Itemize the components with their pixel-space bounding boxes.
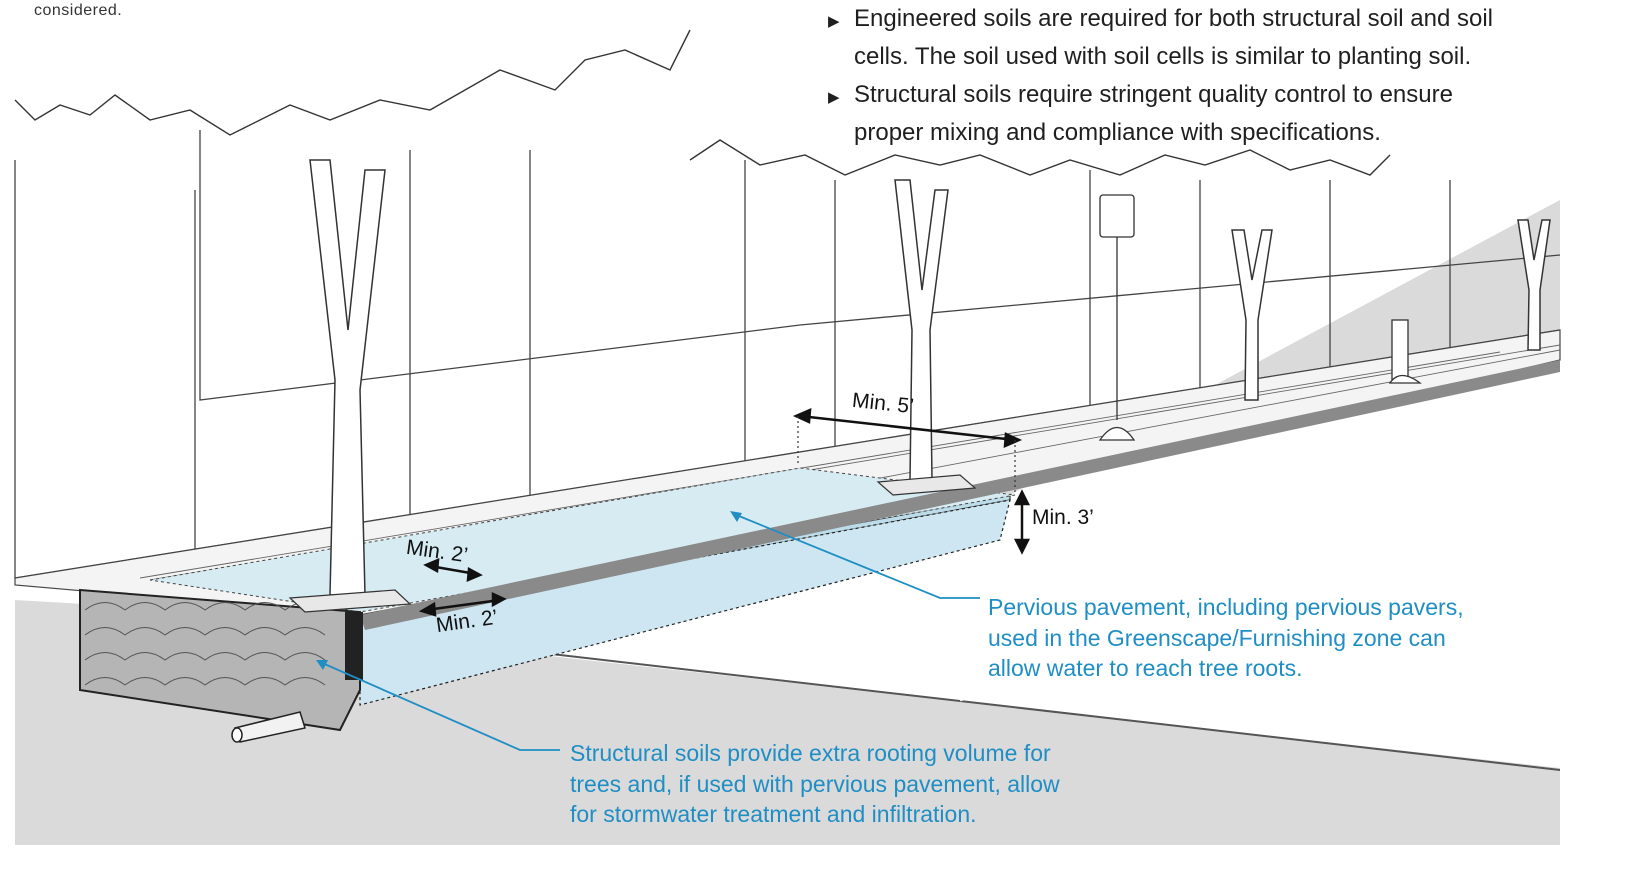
bullet-line: proper mixing and compliance with specif… <box>854 119 1381 146</box>
drain-pipe <box>231 711 306 743</box>
callout-line: Pervious pavement, including pervious pa… <box>988 594 1464 620</box>
callout-line: trees and, if used with pervious pavemen… <box>570 770 1060 797</box>
structural-soil-volume <box>359 499 1011 706</box>
soil-texture <box>84 602 326 686</box>
lane-markings <box>649 378 1561 742</box>
top-note: considered. <box>34 2 123 19</box>
road-edge-line <box>359 631 1561 771</box>
bullet-list: ▶ Engineered soils are required for both… <box>828 0 1588 152</box>
bullet-line: cells. The soil used with soil cells is … <box>854 43 1472 70</box>
bullet-item: ▶ Structural soils require stringent qua… <box>828 76 1588 152</box>
tree-pits <box>288 474 977 613</box>
pervious-pavement-callout: Pervious pavement, including pervious pa… <box>988 592 1464 684</box>
curb <box>360 360 1560 630</box>
bullet-item: ▶ Engineered soils are required for both… <box>828 0 1588 76</box>
street-lamp <box>1098 194 1422 441</box>
bullet-line: Engineered soils are required for both s… <box>854 5 1494 32</box>
triangle-right-icon: ▶ <box>828 13 840 30</box>
tree-canopies <box>14 29 1391 176</box>
callout-leaders <box>319 513 980 751</box>
dimension-label-min-3: Min. 3’ <box>1032 506 1094 529</box>
triangle-right-icon: ▶ <box>828 89 840 106</box>
dimension-lines <box>418 408 1031 617</box>
callout-line: allow water to reach tree roots. <box>988 655 1303 681</box>
callout-line: for stormwater treatment and infiltratio… <box>570 801 977 827</box>
callout-line: Structural soils provide extra rooting v… <box>570 740 1051 766</box>
tree-trunks <box>309 159 1551 596</box>
leader-arrows <box>316 511 742 670</box>
paver-surface <box>149 467 1016 613</box>
callout-line: used in the Greenscape/Furnishing zone c… <box>988 624 1446 651</box>
structural-soils-callout: Structural soils provide extra rooting v… <box>570 738 1060 830</box>
bullet-line: Structural soils require stringent quali… <box>854 81 1453 108</box>
dimension-guide-lines <box>797 416 1016 495</box>
curb-section <box>345 612 363 680</box>
